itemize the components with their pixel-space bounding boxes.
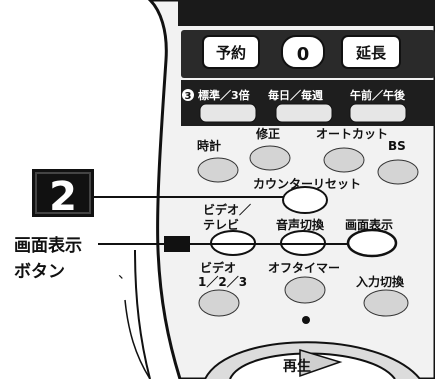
extend-button[interactable] [341, 35, 401, 69]
autocut-label: オートカット [316, 127, 388, 141]
counter-reset-label: カウンターリセット [253, 177, 361, 191]
reserve-button[interactable] [202, 35, 260, 69]
input-switch-button[interactable] [363, 289, 409, 317]
offtimer-button[interactable] [284, 276, 326, 304]
callout-stray-mark: 、 [118, 266, 132, 282]
autocut-button[interactable] [323, 147, 365, 173]
input-label: 入力切換 [356, 274, 405, 289]
extend-label: 延長 [355, 44, 387, 62]
remote-top-dark [178, 0, 435, 26]
bs-label: BS [388, 139, 406, 153]
std-label: 標準／3倍 [198, 88, 250, 102]
daily-label: 毎日／毎週 [268, 88, 323, 102]
play-icon[interactable] [299, 348, 343, 378]
video123-label-1: ビデオ [200, 260, 236, 275]
clock-button[interactable] [197, 157, 239, 183]
video123-button[interactable] [198, 289, 240, 317]
callout-line2: ボタン [14, 262, 65, 282]
zero-button[interactable] [281, 35, 325, 69]
video123-label-2: 1／2／3 [198, 274, 247, 289]
step-badge [32, 169, 94, 217]
remote-edge-shadow [134, 249, 151, 379]
counter-reset-button[interactable] [282, 186, 328, 214]
ampm-button[interactable] [349, 103, 407, 123]
daily-button[interactable] [275, 103, 333, 123]
step-badge-inner [35, 172, 91, 214]
circle-3-label: 3 [185, 91, 192, 102]
step-number: 2 [49, 174, 77, 220]
offtimer-label: オフタイマー [268, 261, 340, 275]
std-button[interactable] [199, 103, 257, 123]
edit-label: 修正 [255, 126, 280, 141]
bs-button[interactable] [377, 159, 419, 185]
callout-line1: 画面表示 [14, 235, 82, 256]
indicator-dot [302, 316, 310, 324]
edit-button[interactable] [249, 145, 291, 171]
play-label: 再生 [283, 358, 311, 375]
video-tv-label-1: ビデオ／ [203, 202, 251, 217]
video-tv-label-2: テレビ [203, 217, 239, 232]
zero-label: 0 [297, 44, 310, 65]
reserve-label: 予約 [216, 44, 246, 62]
ampm-label: 午前／午後 [350, 88, 406, 102]
display-label: 画面表示 [345, 217, 393, 232]
circle-3-badge [182, 89, 194, 101]
remote-edge-line [124, 299, 151, 379]
display-button[interactable] [346, 228, 398, 258]
audio-label: 音声切換 [276, 217, 325, 232]
clock-label: 時計 [197, 138, 221, 153]
leader-bridge-block [164, 236, 190, 252]
